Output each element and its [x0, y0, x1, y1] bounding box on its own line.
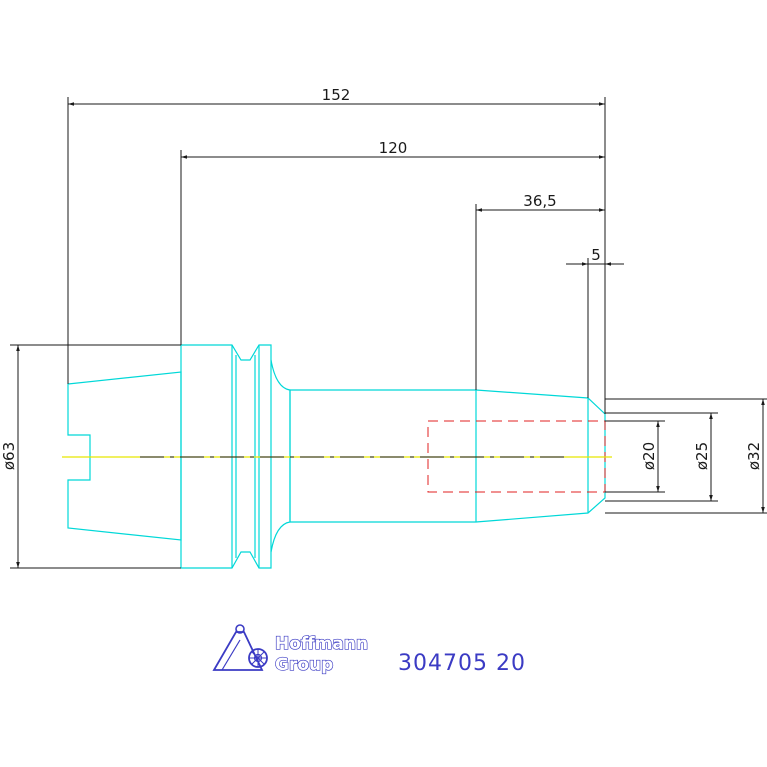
logo-line1: Hoffmann	[275, 634, 368, 654]
dim-shank-length: 36,5	[523, 192, 556, 210]
dim-overall-length: 152	[322, 86, 351, 104]
taper-cone	[67, 371, 182, 541]
dim-gauge-length: 120	[379, 139, 408, 157]
hoffmann-logo: Hoffmann Group	[212, 624, 369, 676]
dim-shank-tip-diameter: ø25	[693, 442, 711, 470]
part-number: 304705 20	[398, 651, 526, 676]
dim-flange-diameter: ø63	[0, 442, 18, 470]
logo-line2: Group	[275, 655, 333, 675]
shank-body	[290, 389, 606, 523]
dimension-lines	[10, 97, 767, 569]
dim-shank-diameter: ø32	[745, 442, 763, 470]
hoffmann-logo-mark	[212, 624, 268, 671]
neck	[270, 359, 291, 553]
dim-chamfer: 5	[591, 246, 601, 264]
dim-bore-diameter: ø20	[640, 442, 658, 470]
